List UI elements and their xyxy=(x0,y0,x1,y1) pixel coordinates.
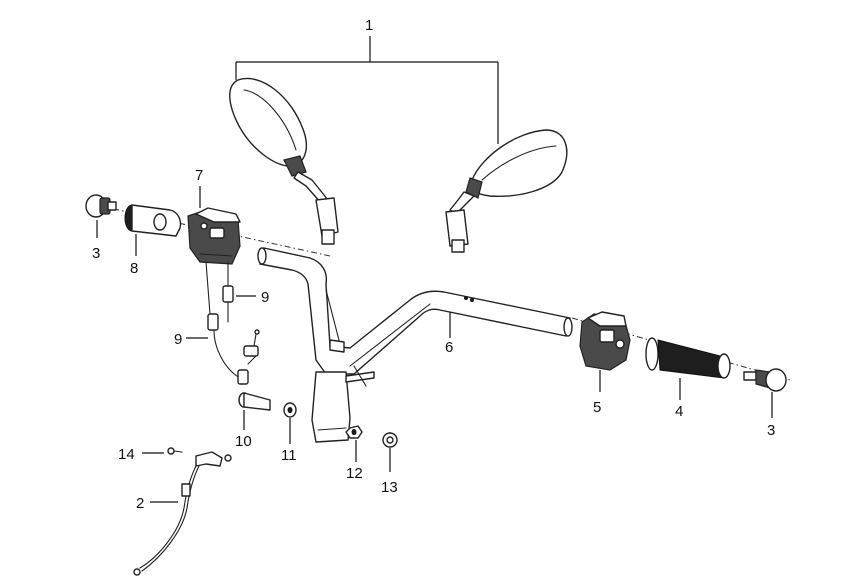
svg-text:14: 14 xyxy=(118,446,135,463)
svg-text:5: 5 xyxy=(593,399,601,416)
callout-6: 6 xyxy=(445,312,453,356)
callout-5: 5 xyxy=(593,370,601,416)
svg-text:4: 4 xyxy=(675,403,683,420)
svg-text:12: 12 xyxy=(346,465,363,482)
bolt xyxy=(238,392,271,411)
mirror-right xyxy=(445,129,568,253)
svg-text:7: 7 xyxy=(195,167,203,184)
callout-3-left: 3 xyxy=(92,220,100,262)
callout-14: 14 xyxy=(118,446,164,463)
callout-7: 7 xyxy=(195,167,203,208)
svg-text:1: 1 xyxy=(365,17,373,34)
svg-text:2: 2 xyxy=(136,495,144,512)
bar-end-left xyxy=(85,194,117,218)
svg-text:6: 6 xyxy=(445,339,453,356)
svg-text:3: 3 xyxy=(92,245,100,262)
callout-9-lower: 9 xyxy=(174,331,208,348)
callout-11: 11 xyxy=(281,418,297,464)
handlebar xyxy=(257,247,573,443)
callout-2: 2 xyxy=(136,495,178,512)
switch-cable-upper xyxy=(222,261,234,323)
grip-right xyxy=(645,337,731,379)
callout-9-upper: 9 xyxy=(236,289,269,306)
svg-text:3: 3 xyxy=(767,422,775,439)
callout-8: 8 xyxy=(130,234,138,277)
switch-housing-left xyxy=(187,207,241,265)
switch-housing-right xyxy=(579,311,631,371)
svg-text:10: 10 xyxy=(235,433,252,450)
svg-text:9: 9 xyxy=(261,289,269,306)
mirror-left xyxy=(229,77,339,245)
callout-1: 1 xyxy=(235,17,499,144)
grip-left xyxy=(124,204,182,237)
screw xyxy=(167,447,183,455)
callout-3-right: 3 xyxy=(767,392,775,439)
callout-12: 12 xyxy=(346,440,363,482)
svg-text:11: 11 xyxy=(281,447,297,464)
callout-10: 10 xyxy=(235,410,252,450)
throttle-cable xyxy=(133,451,232,576)
svg-text:9: 9 xyxy=(174,331,182,348)
callout-4: 4 xyxy=(675,378,683,420)
bar-end-right xyxy=(743,368,787,392)
callout-13: 13 xyxy=(381,448,398,496)
cap-nut xyxy=(382,432,398,448)
nut xyxy=(345,425,363,439)
washer xyxy=(283,402,297,418)
svg-text:13: 13 xyxy=(381,479,398,496)
svg-text:8: 8 xyxy=(130,260,138,277)
switch-cable-lower xyxy=(205,261,260,385)
